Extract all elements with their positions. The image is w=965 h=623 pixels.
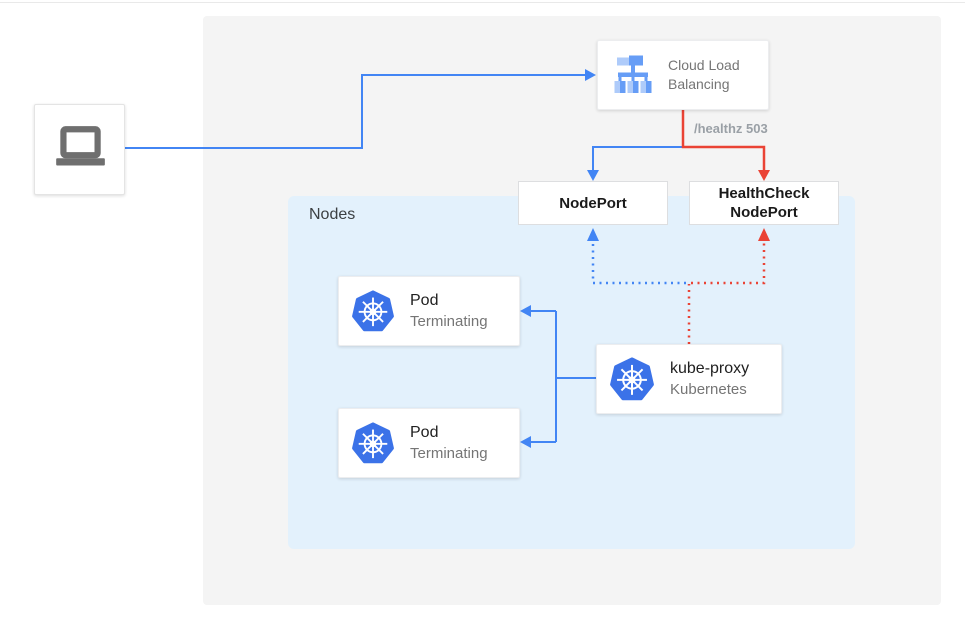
healthcheck-nodeport-node: HealthCheck NodePort — [689, 181, 839, 225]
nodeport-node: NodePort — [518, 181, 668, 225]
cloud-load-balancing-label: Cloud Load Balancing — [668, 57, 740, 92]
pod-status: Terminating — [410, 313, 488, 330]
kubernetes-icon — [352, 422, 394, 464]
kube-proxy-subtitle: Kubernetes — [670, 381, 747, 398]
laptop-icon — [55, 125, 105, 166]
client-node — [34, 104, 125, 195]
kube-proxy-node: kube-proxy Kubernetes — [596, 344, 782, 414]
healthz-status-label: /healthz 503 — [694, 121, 768, 136]
healthcheck-nodeport-label: HealthCheck NodePort — [718, 185, 810, 221]
kubernetes-icon — [610, 357, 654, 401]
nodes-group-label: Nodes — [309, 206, 356, 223]
pod-title: Pod — [410, 292, 439, 309]
pod-status: Terminating — [410, 445, 488, 462]
page-top-divider — [0, 2, 965, 3]
nodeport-label: NodePort — [559, 194, 627, 212]
pod-title: Pod — [410, 424, 439, 441]
load-balancer-icon — [614, 55, 652, 93]
pod-node-2: Pod Terminating — [338, 408, 520, 478]
kube-proxy-title: kube-proxy — [670, 360, 750, 377]
cloud-load-balancing-node: Cloud Load Balancing — [597, 40, 769, 110]
pod-node-1: Pod Terminating — [338, 276, 520, 346]
kubernetes-icon — [352, 290, 394, 332]
